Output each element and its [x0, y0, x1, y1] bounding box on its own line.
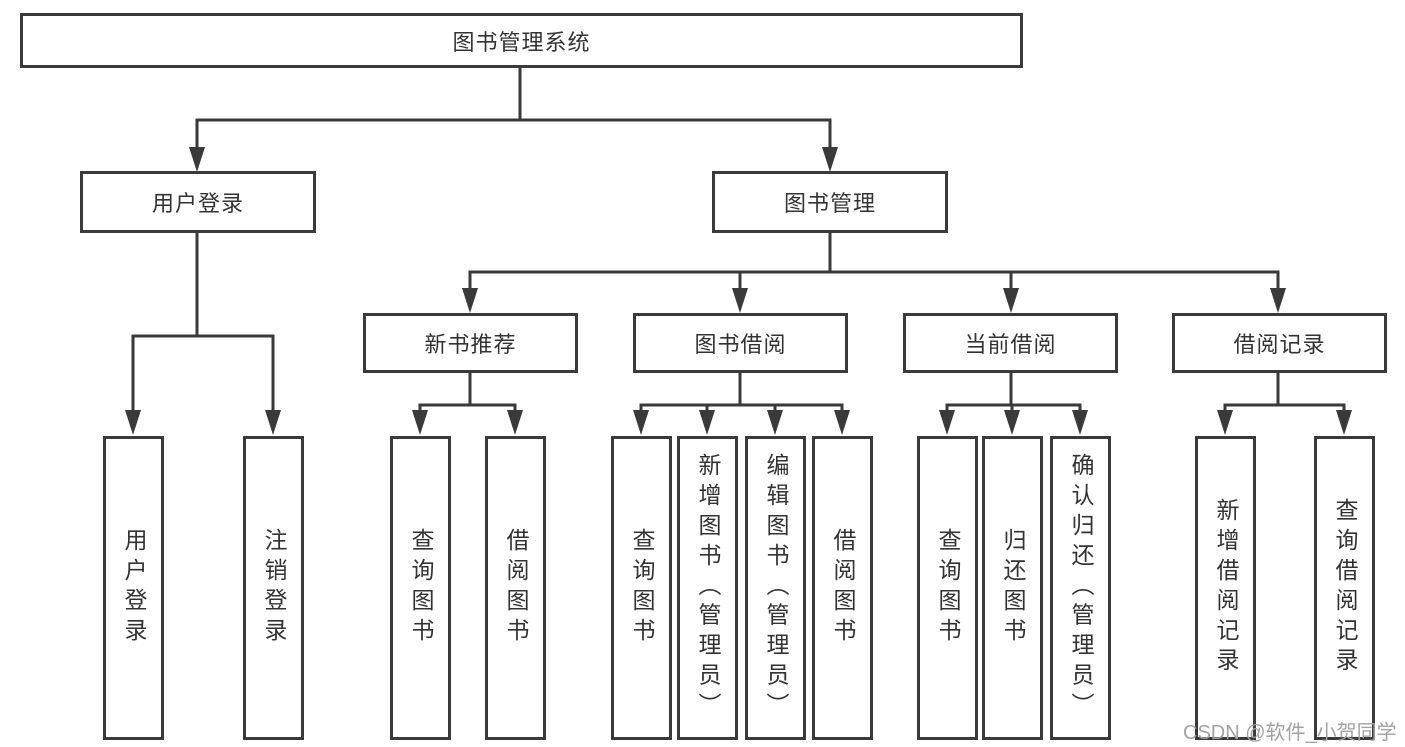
connector-bookmgmt-to-level3	[462, 233, 1286, 313]
node-book-management: 图书管理	[712, 171, 948, 233]
node-label: 归还图书	[1000, 528, 1026, 648]
connector-userlogin-to-leaves	[125, 233, 281, 435]
node-label: 查询借阅记录	[1332, 498, 1358, 678]
node-current-borrowing: 当前借阅	[903, 313, 1118, 373]
node-label: 查询图书	[629, 528, 655, 648]
connector-borrowrecords-to-leaves	[1217, 373, 1352, 435]
node-label: 借阅记录	[1233, 332, 1326, 357]
leaf-edit-books-admin: 编辑图书（管理员）	[745, 436, 806, 740]
watermark: CSDN @软件_小贺同学	[1183, 722, 1397, 744]
node-book-borrowing: 图书借阅	[633, 313, 848, 373]
connector-currentborrow-to-leaves	[939, 373, 1088, 435]
node-label: 用户登录	[121, 528, 147, 648]
node-label: 借阅图书	[503, 528, 529, 648]
node-label: 新增图书（管理员）	[695, 453, 721, 723]
connector-bookborrow-to-leaves	[633, 373, 850, 435]
leaf-return-books: 归还图书	[982, 436, 1043, 740]
node-label: 新增借阅记录	[1213, 498, 1239, 678]
node-user-login: 用户登录	[80, 171, 316, 233]
connector-newbooks-to-leaves	[412, 373, 523, 435]
node-label: 用户登录	[151, 191, 244, 216]
node-label: 图书管理系统	[452, 29, 591, 55]
node-label: 注销登录	[261, 528, 287, 648]
leaf-user-login: 用户登录	[103, 436, 164, 740]
leaf-query-books-current: 查询图书	[917, 436, 978, 740]
leaf-borrow-books-recommend: 借阅图书	[485, 436, 546, 740]
node-library-management-system: 图书管理系统	[20, 13, 1023, 68]
leaf-query-books-recommend: 查询图书	[390, 436, 451, 740]
node-label: 图书管理	[783, 191, 876, 216]
node-label: 查询图书	[408, 528, 434, 648]
leaf-query-borrow-record: 查询借阅记录	[1314, 436, 1375, 740]
leaf-add-books-admin: 新增图书（管理员）	[677, 436, 738, 740]
leaf-confirm-return-admin: 确认归还（管理员）	[1050, 436, 1111, 740]
leaf-borrow-books: 借阅图书	[812, 436, 873, 740]
node-label: 借阅图书	[830, 528, 856, 648]
node-label: 当前借阅	[964, 332, 1057, 357]
node-label: 新书推荐	[424, 332, 517, 357]
node-label: 编辑图书（管理员）	[763, 453, 789, 723]
leaf-logout: 注销登录	[243, 436, 304, 740]
node-new-book-recommend: 新书推荐	[363, 313, 578, 373]
node-label: 确认归还（管理员）	[1068, 453, 1094, 723]
node-borrowing-records: 借阅记录	[1172, 313, 1387, 373]
leaf-add-borrow-record: 新增借阅记录	[1195, 436, 1256, 740]
leaf-query-books-borrow: 查询图书	[611, 436, 672, 740]
node-label: 查询图书	[935, 528, 961, 648]
node-label: 图书借阅	[694, 332, 787, 357]
connector-root-to-level2	[189, 67, 838, 172]
